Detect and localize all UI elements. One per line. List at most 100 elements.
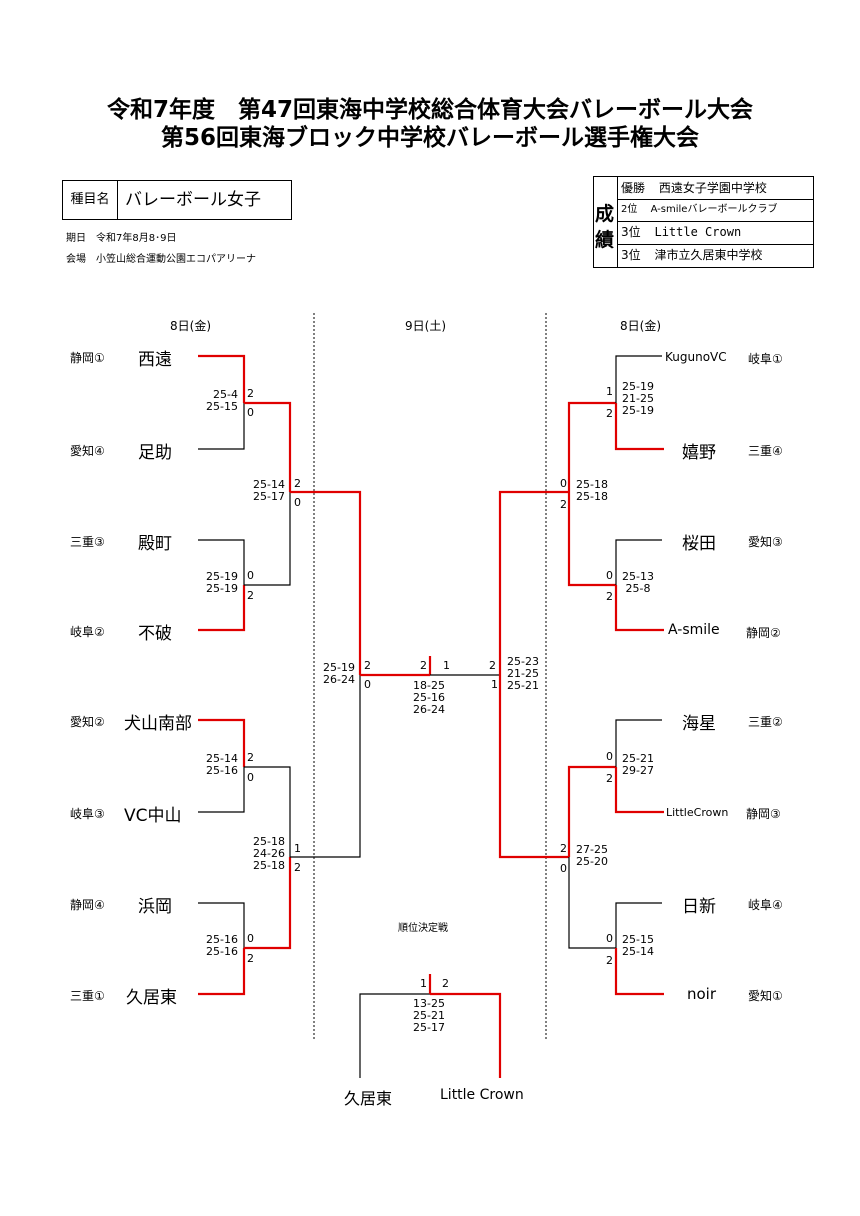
right-team-pref: 静岡② <box>746 626 781 640</box>
match-scores: 25-18 25-18 <box>576 478 608 503</box>
day-header-center: 9日(土) <box>405 319 446 333</box>
left-team-pref: 岐阜② <box>70 625 105 639</box>
result-rank: 優勝 <box>621 181 646 195</box>
right-team-name: KugunoVC <box>665 350 727 364</box>
left-team-name: 浜岡 <box>138 897 172 917</box>
placement-left-team: 久居東 <box>344 1089 393 1108</box>
event-dates: 期日 令和7年8月8･9日 <box>66 233 177 244</box>
match-scores: 25-14 25-17 <box>253 478 285 503</box>
match-scores: 25-14 25-16 <box>206 752 238 777</box>
results-row-4: 3位 津市立久居東中学校 <box>617 244 814 267</box>
left-team-pref: 愛知② <box>70 715 105 729</box>
results-row-3: 3位 Little Crown <box>617 221 814 245</box>
line-left-r2b-bottom <box>244 857 292 950</box>
right-team-pref: 岐阜④ <box>748 898 783 912</box>
sets-won: 0 <box>560 477 567 490</box>
left-team-name: VC中山 <box>124 806 182 826</box>
line-right-semi-top <box>498 490 569 675</box>
right-team-pref: 三重④ <box>748 444 783 458</box>
event-label: 種目名 <box>63 181 118 219</box>
title-line-2: 第56回東海ブロック中学校バレーボール選手権大会 <box>160 125 699 151</box>
sets-won: 2 <box>247 589 254 602</box>
line-left-r2b-top <box>244 766 291 857</box>
sets-won: 2 <box>364 659 371 672</box>
left-team-name: 西遠 <box>138 350 172 370</box>
sets-won: 2 <box>247 751 254 764</box>
title-line-1: 令和7年度 第47回東海中学校総合体育大会バレーボール大会 <box>106 97 753 123</box>
sets-won: 0 <box>247 569 254 582</box>
result-rank: 3位 <box>621 248 641 262</box>
right-team-name: LittleCrown <box>666 806 729 819</box>
right-team-name: 日新 <box>682 897 716 917</box>
sets-won: 1 <box>491 678 498 691</box>
sets-won: 0 <box>606 932 613 945</box>
sets-won: 0 <box>606 569 613 582</box>
final-sets-right: 1 <box>443 659 450 672</box>
right-team-pref: 静岡③ <box>746 807 781 821</box>
sets-won: 2 <box>294 861 301 874</box>
right-team-pref: 岐阜① <box>748 352 783 366</box>
sets-won: 2 <box>606 590 613 603</box>
sets-won: 2 <box>247 387 254 400</box>
match-scores: 25-18 24-26 25-18 <box>253 835 285 872</box>
final-scores: 18-25 25-16 26-24 <box>413 679 445 716</box>
left-team-pref: 静岡① <box>70 351 105 365</box>
line-left-m1-bottom <box>198 403 245 450</box>
line-left-m2-top <box>198 539 245 585</box>
match-scores: 25-19 25-19 <box>206 570 238 595</box>
line-right-m4-top <box>615 902 662 948</box>
sets-won: 0 <box>247 406 254 419</box>
line-left-m3-top <box>198 718 246 767</box>
event-value: バレーボール女子 <box>125 190 261 210</box>
line-left-r2a-top <box>244 401 292 492</box>
placement-scores: 13-25 25-21 25-17 <box>413 997 445 1034</box>
line-right-r2a-top <box>567 401 616 492</box>
line-right-m2-top <box>615 539 662 585</box>
line-right-m4-bottom <box>614 948 664 996</box>
right-team-pref: 愛知① <box>748 989 783 1003</box>
line-right-r2b-bottom <box>568 857 616 949</box>
left-team-pref: 静岡④ <box>70 898 105 912</box>
right-team-pref: 愛知③ <box>748 535 783 549</box>
line-right-m3-bottom <box>614 767 664 814</box>
line-right-m2-bottom <box>614 585 664 632</box>
line-right-semi-bottom <box>498 675 569 859</box>
result-team: Little Crown <box>654 225 742 239</box>
results-label-top: 成 <box>595 203 615 225</box>
match-scores: 25-13 25-8 <box>622 570 654 595</box>
placement-right-team: Little Crown <box>440 1087 524 1103</box>
sets-won: 2 <box>489 659 496 672</box>
result-team: 津市立久居東中学校 <box>654 248 763 262</box>
line-right-r2a-bottom <box>567 492 616 587</box>
sets-won: 1 <box>606 385 613 398</box>
line-right-m1-top <box>615 355 662 403</box>
line-left-semi-bottom <box>290 675 361 858</box>
line-left-semi-top <box>290 490 362 675</box>
result-team: 西遠女子学園中学校 <box>658 181 767 195</box>
left-team-name: 不破 <box>138 624 172 644</box>
placement-sets-right: 2 <box>442 977 449 990</box>
sets-won: 0 <box>606 750 613 763</box>
match-scores: 25-4 25-15 <box>206 388 238 413</box>
sets-won: 2 <box>294 477 301 490</box>
results-label-bottom: 績 <box>595 229 615 251</box>
sets-won: 2 <box>247 952 254 965</box>
sets-won: 2 <box>606 407 613 420</box>
results-row-1: 優勝 西遠女子学園中学校 <box>617 177 814 200</box>
results-label-cell: 成 績 <box>594 177 618 267</box>
right-team-name: 嬉野 <box>682 443 716 463</box>
right-team-name: 桜田 <box>682 534 716 554</box>
results-table: 成 績 優勝 西遠女子学園中学校 2位 A-smileバレーボールクラブ 3位 … <box>593 176 814 268</box>
line-left-m1-top <box>198 354 246 403</box>
sets-won: 2 <box>560 842 567 855</box>
sets-won: 2 <box>606 772 613 785</box>
sets-won: 0 <box>294 496 301 509</box>
left-team-name: 久居東 <box>126 988 177 1008</box>
sets-won: 0 <box>247 771 254 784</box>
placement-label: 順位決定戦 <box>398 923 448 934</box>
match-scores: 25-21 29-27 <box>622 752 654 777</box>
line-right-r2b-top <box>567 765 616 857</box>
event-venue: 会場 小笠山総合運動公園エコパアリーナ <box>66 254 256 265</box>
result-rank: 2位 <box>621 204 638 215</box>
